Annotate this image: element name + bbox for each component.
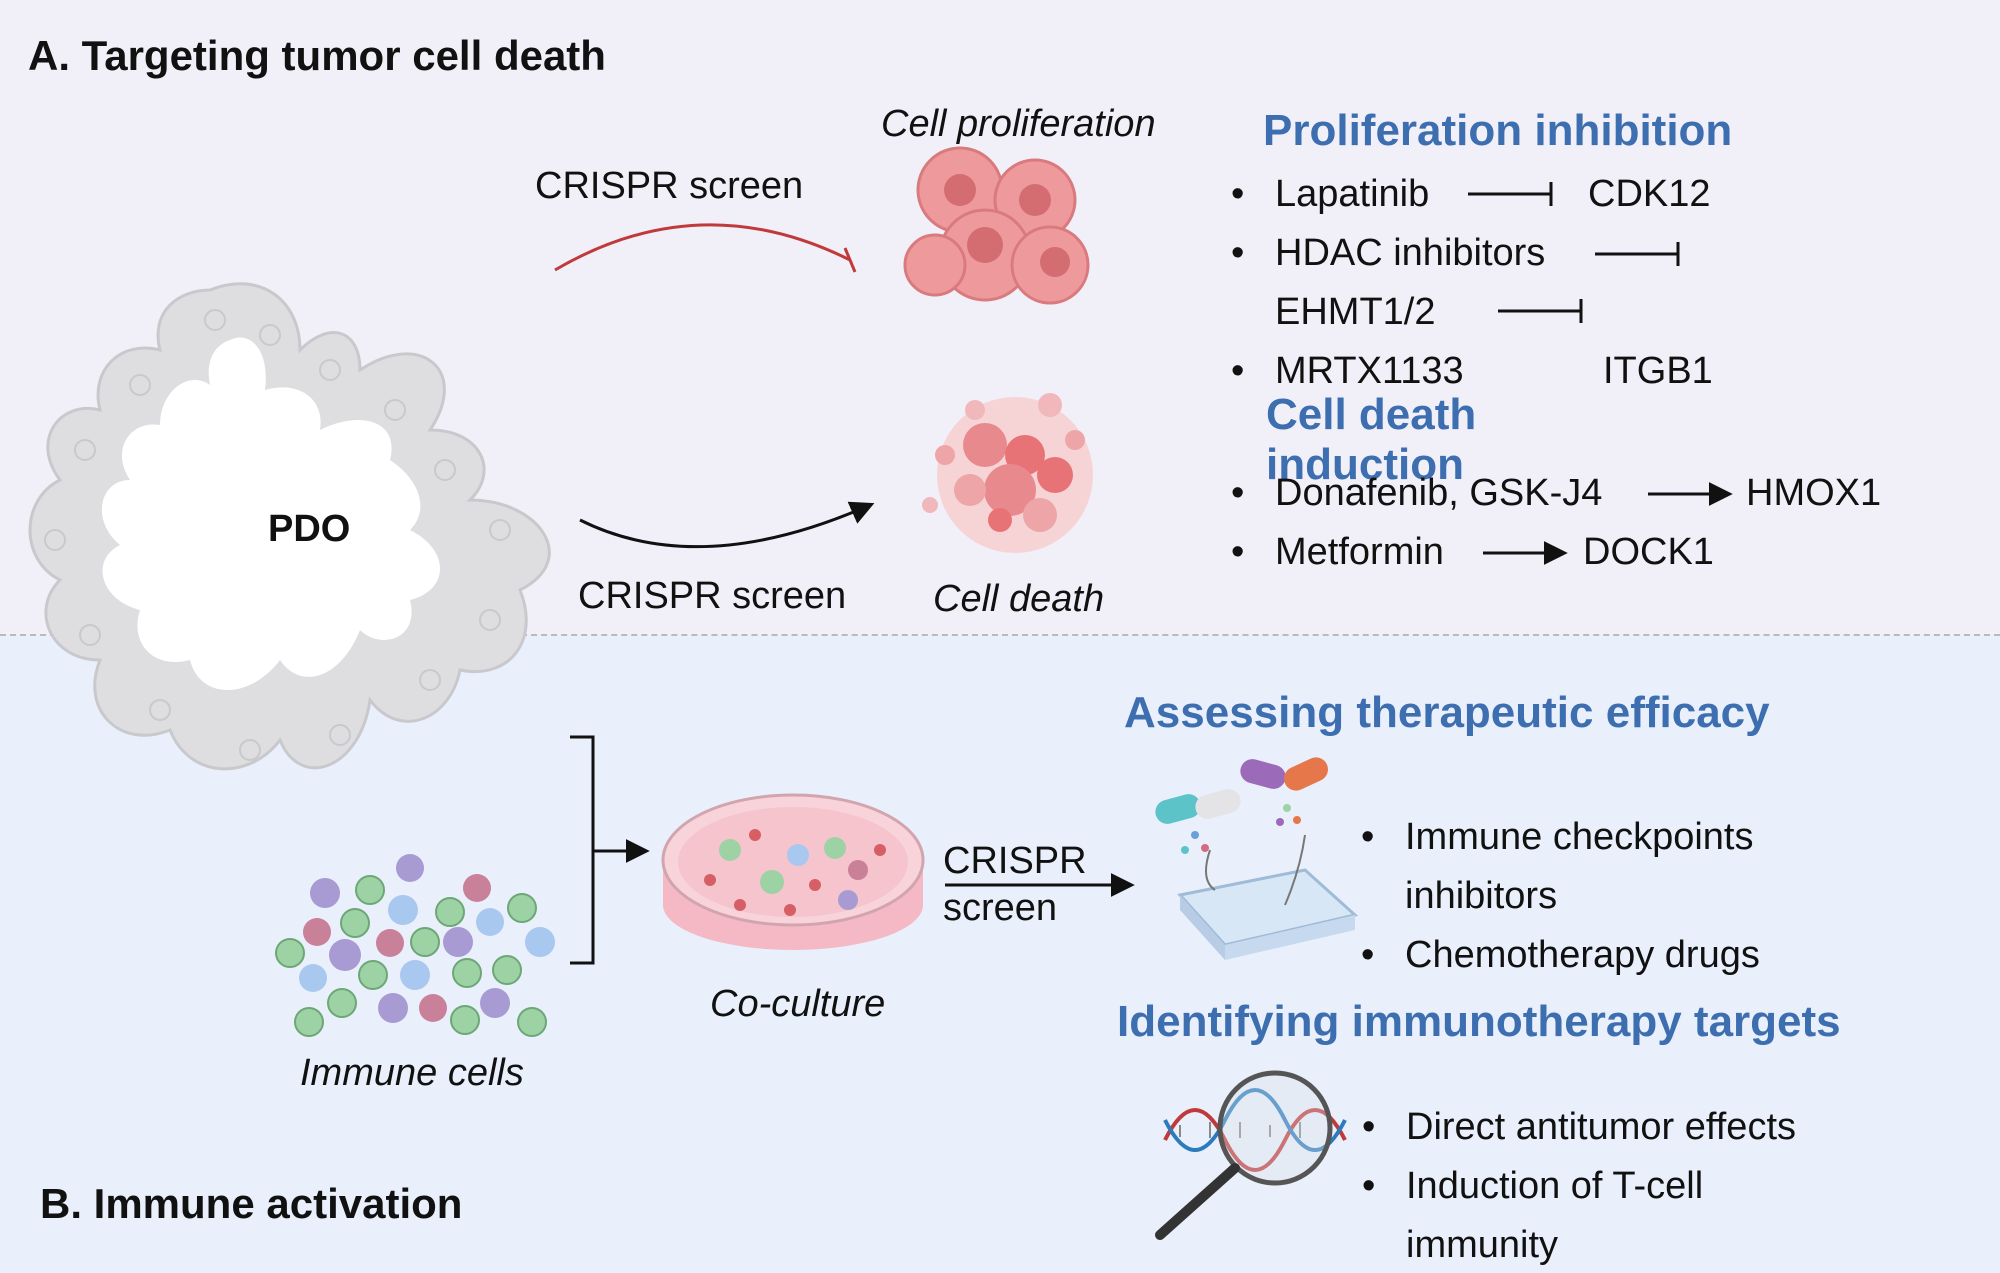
target-item-immunity: immunity bbox=[1406, 1224, 1559, 1266]
crispr-label-b: CRISPR bbox=[943, 840, 1087, 882]
screen-label-b: screen bbox=[943, 887, 1058, 929]
prolif-target-cdk12: CDK12 bbox=[1588, 173, 1711, 215]
inhibition-connectors bbox=[1468, 182, 1680, 323]
dying-cells-icon bbox=[922, 393, 1093, 553]
target-item-induction-tcell: Induction of T-cell bbox=[1362, 1165, 1703, 1208]
identifying-targets-heading: Identifying immunotherapy targets bbox=[1117, 997, 1841, 1046]
crispr-screen-top-label: CRISPR screen bbox=[535, 165, 804, 207]
efficacy-item-inhibitors: inhibitors bbox=[1405, 875, 1558, 917]
death-drug-donafenib: Donafenib, GSK-J4 bbox=[1231, 472, 1602, 515]
panel-a-title: A. Targeting tumor cell death bbox=[28, 32, 606, 79]
death-drug-metformin: Metformin bbox=[1231, 531, 1444, 574]
panel-b-title: B. Immune activation bbox=[40, 1180, 463, 1227]
well-plate-icon bbox=[1177, 834, 1359, 960]
proliferation-inhibition-heading: Proliferation inhibition bbox=[1263, 106, 1733, 155]
crispr-screen-bottom-label: CRISPR screen bbox=[578, 575, 847, 617]
drug-pills-icon bbox=[1155, 757, 1328, 854]
inhibition-bar bbox=[843, 247, 857, 273]
induction-arrow bbox=[579, 501, 875, 549]
panel-divider bbox=[0, 634, 2000, 636]
cell-proliferation-label: Cell proliferation bbox=[881, 103, 1156, 145]
co-culture-dish-icon bbox=[661, 793, 925, 950]
pdo-label: PDO bbox=[268, 508, 351, 550]
bracket bbox=[570, 735, 595, 965]
efficacy-item-chemotherapy: Chemotherapy drugs bbox=[1361, 934, 1760, 977]
death-target-hmox1: HMOX1 bbox=[1746, 472, 1882, 514]
dna-magnifier-icon bbox=[1155, 1070, 1347, 1240]
inhibition-arc bbox=[554, 223, 851, 272]
co-culture-label: Co-culture bbox=[710, 983, 886, 1025]
cell-death-induction-heading-line1: Cell death bbox=[1266, 390, 1477, 439]
pdo-organoid-icon bbox=[28, 282, 551, 771]
cell-death-label: Cell death bbox=[933, 578, 1105, 620]
efficacy-item-immune-checkpoints: Immune checkpoints bbox=[1361, 816, 1753, 859]
immune-cells-label: Immune cells bbox=[300, 1052, 524, 1094]
assessing-efficacy-heading: Assessing therapeutic efficacy bbox=[1124, 688, 1770, 737]
proliferating-cells-icon bbox=[903, 146, 1090, 305]
target-item-direct-antitumor: Direct antitumor effects bbox=[1362, 1106, 1796, 1149]
prolif-drug-ehmt12: EHMT1/2 bbox=[1275, 291, 1436, 333]
prolif-drug-mrtx1133: MRTX1133 bbox=[1231, 350, 1464, 393]
prolif-drug-lapatinib: Lapatinib bbox=[1231, 173, 1429, 216]
immune-cells-icon bbox=[275, 854, 555, 1037]
prolif-drug-hdac-inhibitors: HDAC inhibitors bbox=[1231, 232, 1545, 275]
death-target-dock1: DOCK1 bbox=[1583, 531, 1714, 573]
prolif-target-itgb1: ITGB1 bbox=[1603, 350, 1713, 392]
